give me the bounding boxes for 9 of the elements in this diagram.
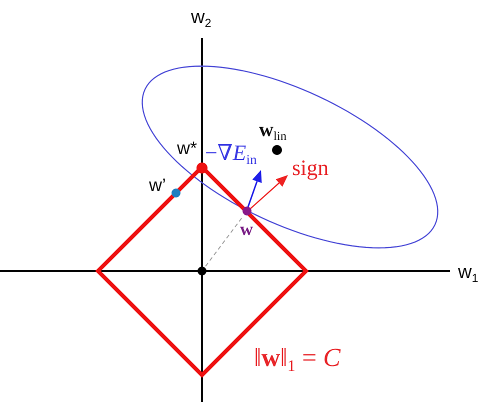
axis-label: w$_{2}$ [191, 8, 212, 27]
constraint-equation: ‖w‖$_{1}$ = C [254, 345, 340, 371]
point-label: w’ [149, 176, 166, 194]
axis-label: w$_{1}$ [458, 263, 478, 282]
gradient-label: −∇E$_{in}$ [205, 142, 257, 164]
point-label: w$_{lin}$ [259, 120, 287, 140]
point-label: w [240, 220, 253, 238]
arrow-label: sign [292, 157, 329, 179]
point-label: w* [177, 139, 198, 157]
